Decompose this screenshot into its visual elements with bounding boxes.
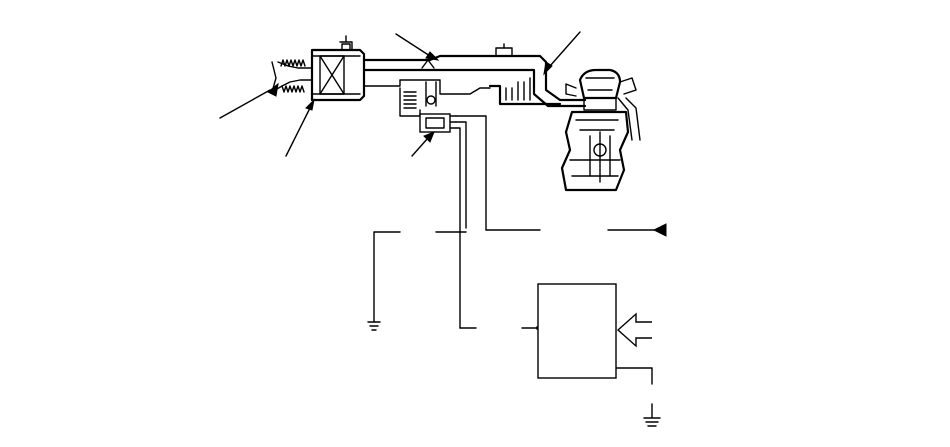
signal-input-arrow bbox=[616, 312, 652, 348]
air-cleaner bbox=[310, 35, 366, 102]
wiring bbox=[373, 229, 657, 385]
solenoid-valve-assembly bbox=[399, 59, 487, 329]
intake-duct bbox=[267, 59, 313, 97]
ground-symbol-2 bbox=[643, 403, 661, 427]
signal-arrowhead bbox=[652, 223, 667, 237]
ground-symbol bbox=[367, 321, 381, 331]
intake-tube bbox=[362, 43, 587, 108]
resonator bbox=[505, 77, 531, 101]
leader-lines bbox=[219, 31, 581, 157]
control-unit bbox=[537, 283, 617, 379]
throttle-body bbox=[565, 68, 641, 141]
engine bbox=[560, 110, 630, 192]
